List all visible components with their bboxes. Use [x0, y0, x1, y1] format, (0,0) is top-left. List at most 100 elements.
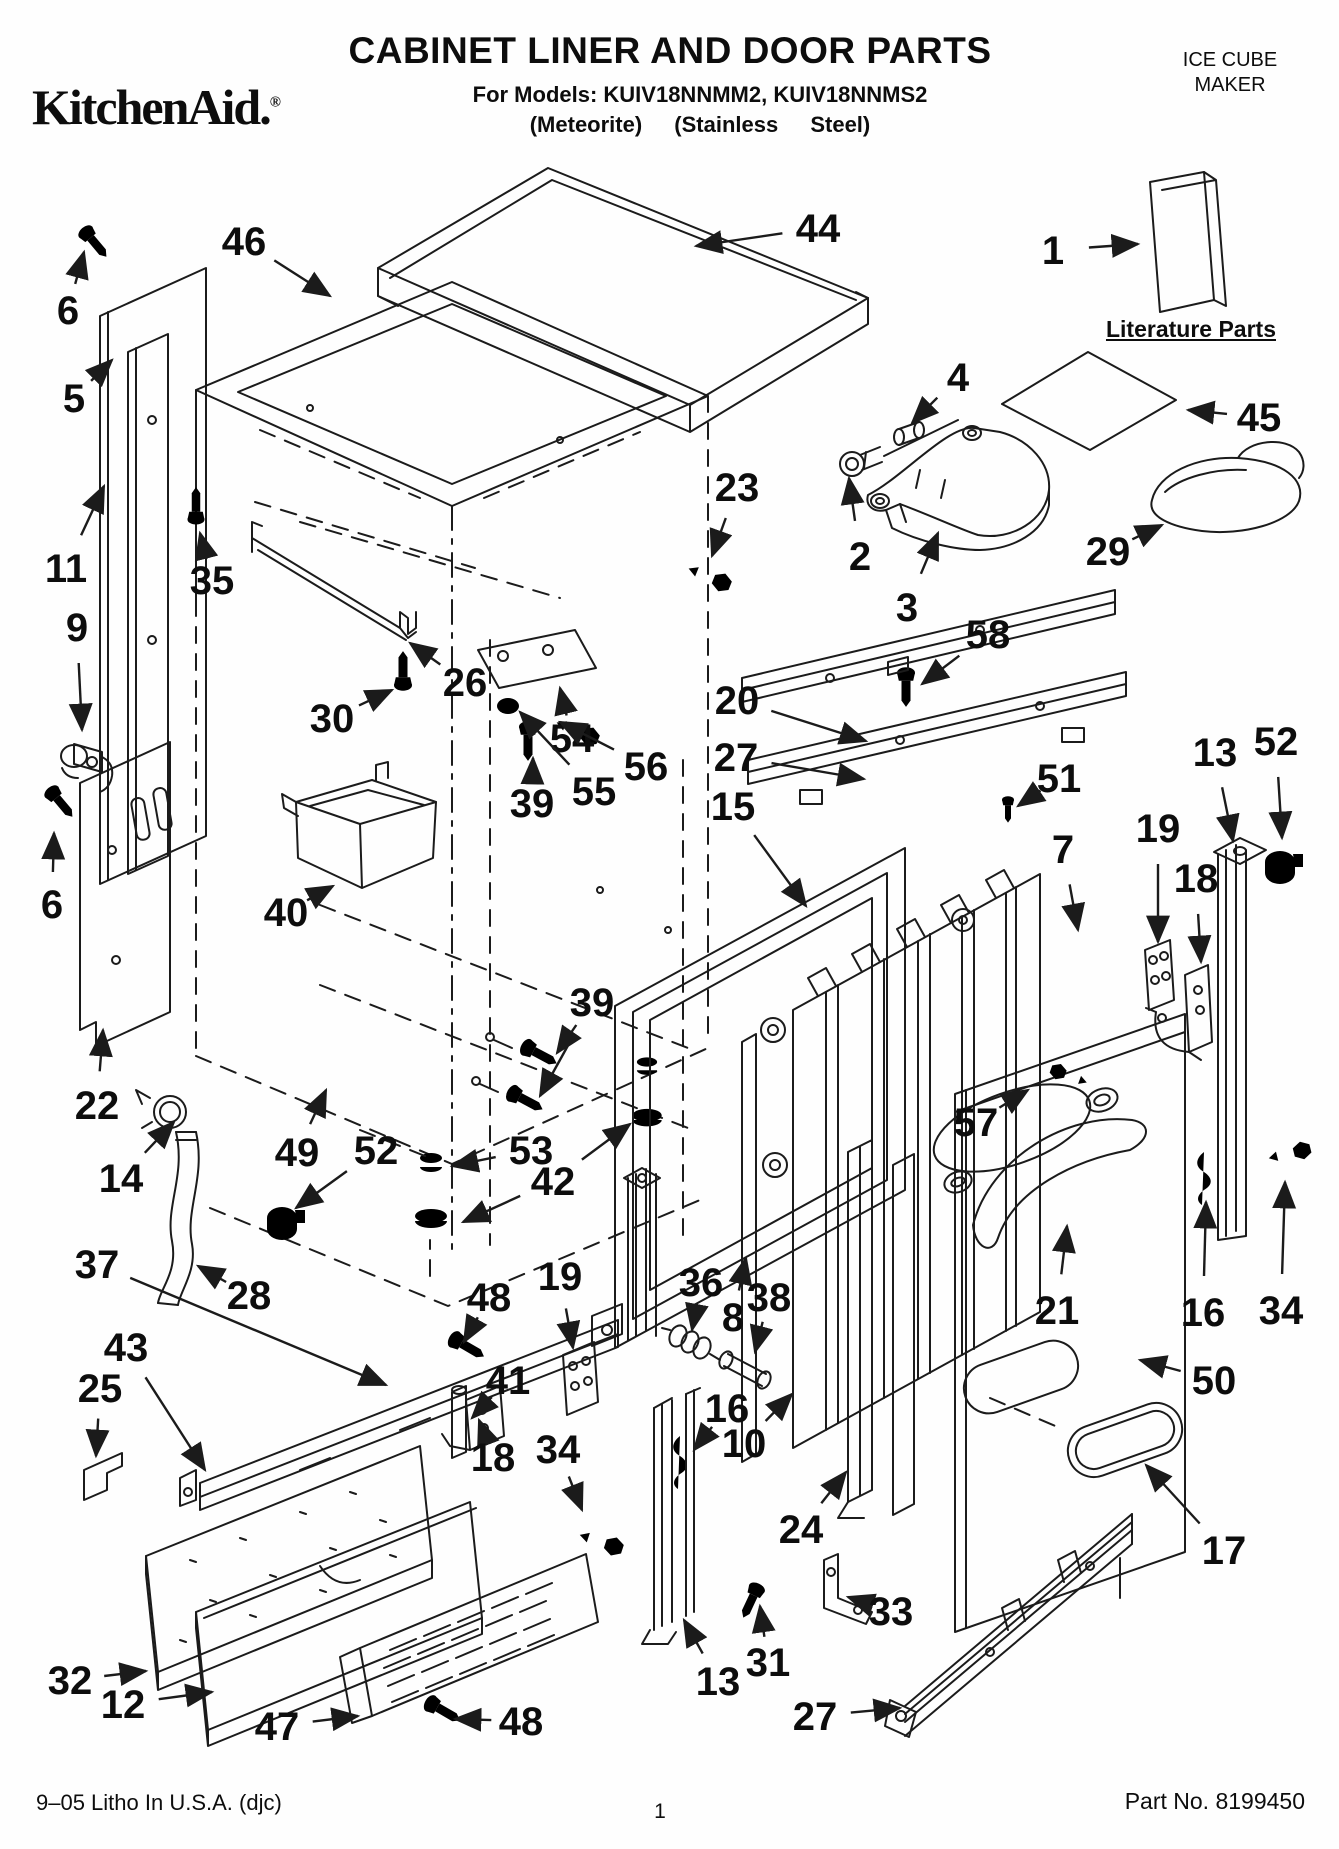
callout-layer: 1234566789101112131314151616171818191920… [41, 207, 1304, 1749]
callout-28: 28 [195, 1264, 271, 1318]
part-number-18b: 18 [1174, 857, 1219, 901]
leader-arrow-55 [518, 710, 571, 766]
callout-10: 10 [722, 1392, 794, 1466]
leader-arrow-51 [1016, 781, 1047, 808]
cabinet-screws-art [471, 1032, 561, 1118]
callout-49: 49 [275, 1087, 328, 1175]
leader-arrow-12 [158, 1683, 215, 1708]
callout-37: 37 [75, 1243, 389, 1387]
callout-16a: 16 [692, 1387, 750, 1452]
part-number-35: 35 [190, 559, 235, 603]
leader-arrow-50 [1137, 1355, 1182, 1379]
part-number-8: 8 [722, 1296, 744, 1340]
callout-40: 40 [264, 884, 336, 935]
leader-arrow-35 [194, 530, 219, 562]
part-number-27b: 27 [793, 1695, 838, 1739]
front-trim-art [251, 521, 734, 761]
leader-arrow-31 [751, 1603, 776, 1637]
callout-27a: 27 [714, 736, 867, 787]
callout-57: 57 [954, 1088, 1031, 1145]
part-number-14: 14 [99, 1157, 144, 1201]
part-number-3: 3 [896, 586, 918, 630]
corner-note-line2: MAKER [1194, 74, 1266, 96]
leader-arrow-4 [910, 395, 940, 425]
leader-arrow-23 [709, 517, 733, 559]
callout-50: 50 [1137, 1355, 1236, 1403]
callout-55: 55 [518, 710, 616, 814]
callout-3: 3 [896, 530, 940, 630]
callout-11: 11 [45, 483, 106, 591]
leader-arrow-43 [144, 1376, 207, 1473]
callout-14: 14 [99, 1120, 176, 1201]
part-number-34b: 34 [1259, 1289, 1304, 1333]
part-number-24: 24 [779, 1508, 824, 1552]
leader-arrow-54 [554, 685, 578, 717]
leader-arrow-13b [682, 1617, 708, 1655]
leader-arrow-49 [303, 1087, 328, 1125]
callout-34b: 34 [1259, 1179, 1304, 1333]
part-number-25: 25 [78, 1367, 123, 1411]
leader-arrow-21 [1051, 1223, 1076, 1275]
leader-arrow-41 [470, 1390, 499, 1420]
leader-arrow-16b [1193, 1199, 1218, 1277]
top-panel-art [377, 167, 869, 433]
leader-arrow-47 [312, 1707, 361, 1732]
part-number-18a: 18 [471, 1436, 516, 1480]
leader-arrow-34a [561, 1476, 584, 1513]
callout-5: 5 [63, 358, 114, 421]
part-number-2: 2 [849, 535, 871, 579]
corner-note-line1: ICE CUBE [1182, 49, 1278, 71]
callout-56: 56 [557, 720, 668, 789]
callout-4: 4 [910, 356, 970, 425]
callout-30: 30 [310, 688, 395, 741]
leader-arrow-13a [1215, 787, 1240, 844]
callout-6b: 6 [41, 830, 66, 927]
callout-31: 31 [746, 1603, 790, 1685]
literature-parts-label: Literature Parts [1105, 316, 1276, 342]
part-number-51: 51 [1037, 757, 1082, 801]
part-number-44: 44 [796, 207, 841, 251]
callout-18b: 18 [1174, 857, 1219, 965]
callout-25: 25 [78, 1367, 123, 1459]
callout-23: 23 [709, 466, 760, 559]
sticker-art [1001, 351, 1177, 451]
part-number-7: 7 [1052, 828, 1074, 872]
corner-note: ICE CUBE MAKER [1130, 48, 1330, 98]
part-number-1: 1 [1042, 229, 1064, 273]
callout-36: 36 [679, 1261, 723, 1333]
callout-27b: 27 [793, 1695, 903, 1739]
callout-53: 53 [449, 1129, 553, 1173]
leader-arrow-18a [477, 1417, 500, 1449]
part-number-23: 23 [715, 466, 760, 510]
drain-art [135, 1089, 200, 1306]
leader-arrow-1 [1088, 233, 1141, 258]
callout-18a: 18 [471, 1417, 516, 1480]
leader-arrow-2 [840, 475, 865, 522]
part-number-10: 10 [722, 1422, 767, 1466]
part-number-57: 57 [954, 1101, 999, 1145]
part-number-13a: 13 [1193, 731, 1238, 775]
part-number-15: 15 [711, 785, 756, 829]
leader-arrow-36 [685, 1301, 709, 1333]
callout-51: 51 [1016, 757, 1082, 808]
hinge-fasteners-art [477, 629, 1014, 823]
part-number-16a: 16 [705, 1387, 750, 1431]
part-number-45: 45 [1237, 396, 1282, 440]
callout-22: 22 [75, 1027, 119, 1128]
callout-44: 44 [693, 207, 841, 255]
leader-arrow-5 [84, 358, 114, 388]
footer-litho: 9–05 Litho In U.S.A. (djc) [36, 1790, 282, 1815]
part-number-16b: 16 [1181, 1291, 1226, 1335]
leader-arrow-52b [294, 1170, 348, 1210]
callout-58: 58 [920, 613, 1010, 686]
callout-7: 7 [1052, 828, 1086, 933]
leader-arrow-26 [408, 641, 441, 669]
part-number-5: 5 [63, 377, 85, 421]
callout-13b: 13 [682, 1617, 740, 1704]
leader-arrow-27b [850, 1698, 903, 1723]
leader-arrow-48b [452, 1707, 492, 1732]
leader-arrow-8 [728, 1255, 753, 1291]
callout-1: 1 [1042, 229, 1141, 273]
callout-8: 8 [722, 1255, 753, 1340]
